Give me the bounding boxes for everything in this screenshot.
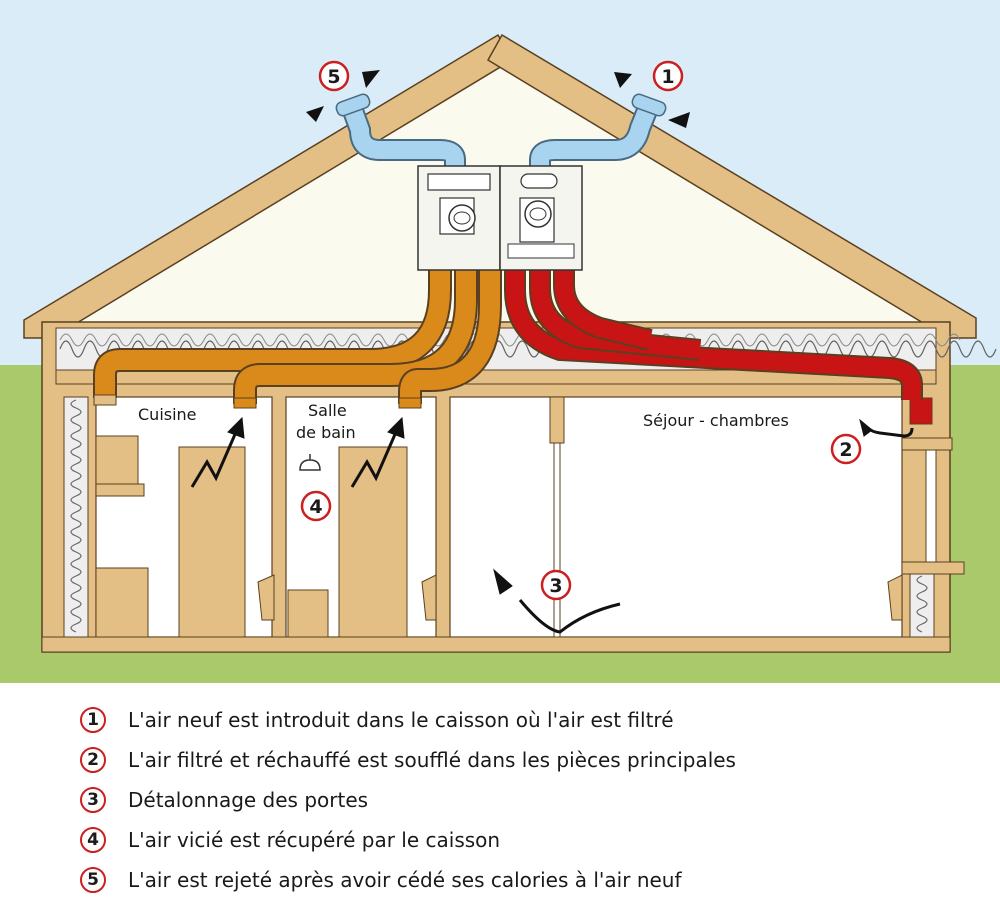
legend: 1 L'air neuf est introduit dans le caiss… [80, 700, 980, 900]
fan-right-hub [529, 207, 547, 221]
supply-arrow-head [859, 418, 873, 437]
exhaust-arrow-1 [362, 70, 380, 88]
legend-item-2: 2 L'air filtré et réchauffé est soufflé … [80, 740, 980, 780]
kitchen-chair [257, 574, 275, 621]
badge-1: 1 [652, 60, 684, 92]
badge-4-number: 4 [309, 496, 322, 518]
unit-right-panel [520, 173, 558, 189]
intake-arrow-2 [668, 112, 690, 128]
intake-cap [631, 93, 667, 117]
bathroom-chair [421, 574, 437, 621]
outside-ducts [341, 103, 659, 172]
bathroom-grille [398, 397, 422, 409]
kitchen-counter [95, 567, 149, 638]
badge-1-ring [652, 60, 684, 92]
legend-text-2: L'air filtré et réchauffé est soufflé da… [128, 748, 736, 772]
bathroom-stale-air-arrow [350, 431, 398, 488]
badge-4-ring [300, 490, 332, 522]
badge-5: 5 [318, 60, 350, 92]
door-post [553, 442, 561, 638]
living-label: Séjour - chambres [643, 411, 789, 430]
badge-2: 2 [830, 433, 862, 465]
roof-right [486, 33, 977, 339]
living-chair [887, 574, 903, 621]
kitchen-hood-base [95, 483, 145, 497]
legend-text-5: L'air est rejeté après avoir cédé ses ca… [128, 868, 682, 892]
right-wall-coil [916, 575, 928, 633]
extract-ducts [93, 268, 502, 404]
kitchen-door [178, 446, 246, 638]
legend-badge-5: 5 [80, 867, 106, 893]
badge-3: 3 [540, 569, 572, 601]
kitchen-stale-air-arrow [190, 431, 238, 488]
unit-left-panel [427, 173, 491, 191]
badge-5-ring [318, 60, 350, 92]
ventilation-diagram: Cuisine Salle de bain Séjour - chambres … [0, 0, 1000, 690]
fan-left-hub [453, 211, 471, 225]
legend-item-3: 3 Détalonnage des portes [80, 780, 980, 820]
bathroom-tub [287, 589, 329, 638]
ceiling-beam [549, 396, 565, 444]
badge-3-number: 3 [549, 575, 562, 597]
legend-badge-3: 3 [80, 787, 106, 813]
kitchen-hood [95, 435, 139, 485]
supply-ducts [504, 268, 923, 400]
badge-2-number: 2 [839, 439, 852, 461]
legend-text-3: Détalonnage des portes [128, 788, 369, 812]
kitchen-grille-2 [233, 397, 257, 409]
kitchen-arrow-head [227, 416, 245, 439]
badge-3-ring [540, 569, 572, 601]
kitchen-grille-1 [93, 394, 117, 406]
legend-text-4: L'air vicié est récupéré par le caisson [128, 828, 501, 852]
left-wall-coil [70, 399, 82, 633]
badge-4: 4 [300, 490, 332, 522]
left-wall-insulation [63, 396, 89, 638]
bathroom-label-line2: de bain [296, 423, 356, 442]
legend-item-1: 1 L'air neuf est introduit dans le caiss… [80, 700, 980, 740]
right-wall-insulation [909, 571, 935, 638]
legend-badge-1: 1 [80, 707, 106, 733]
unit-right-outlet [507, 243, 575, 259]
legend-text-1: L'air neuf est introduit dans le caisson… [128, 708, 674, 732]
legend-item-4: 4 L'air vicié est récupéré par le caisso… [80, 820, 980, 860]
door-undercut-arrow [518, 599, 621, 634]
legend-item-5: 5 L'air est rejeté après avoir cédé ses … [80, 860, 980, 900]
bathroom-arrow-head [387, 416, 405, 439]
window-pane [925, 447, 937, 567]
insulation-coil-2 [59, 333, 961, 347]
exhaust-cap [335, 93, 371, 117]
intake-arrow-1 [614, 72, 632, 88]
window-sill-top [901, 437, 953, 451]
badge-5-number: 5 [327, 66, 340, 88]
undercut-arrow-head [493, 568, 513, 595]
legend-badge-4: 4 [80, 827, 106, 853]
ground-white [0, 683, 1000, 690]
kitchen-label: Cuisine [138, 405, 197, 424]
bathroom-door [338, 446, 408, 638]
floor [41, 636, 951, 653]
living-room [449, 396, 903, 638]
airflow-arrows [190, 416, 914, 634]
exhaust-arrow-2 [306, 106, 324, 122]
badge-1-number: 1 [661, 66, 674, 88]
window-sill-bottom [901, 561, 965, 575]
badge-2-ring [830, 433, 862, 465]
air-handling-unit [417, 165, 583, 271]
bathroom-label-line1: Salle [308, 401, 347, 420]
supply-vent [909, 397, 933, 425]
legend-badge-2: 2 [80, 747, 106, 773]
shower-head-icon [299, 454, 321, 471]
